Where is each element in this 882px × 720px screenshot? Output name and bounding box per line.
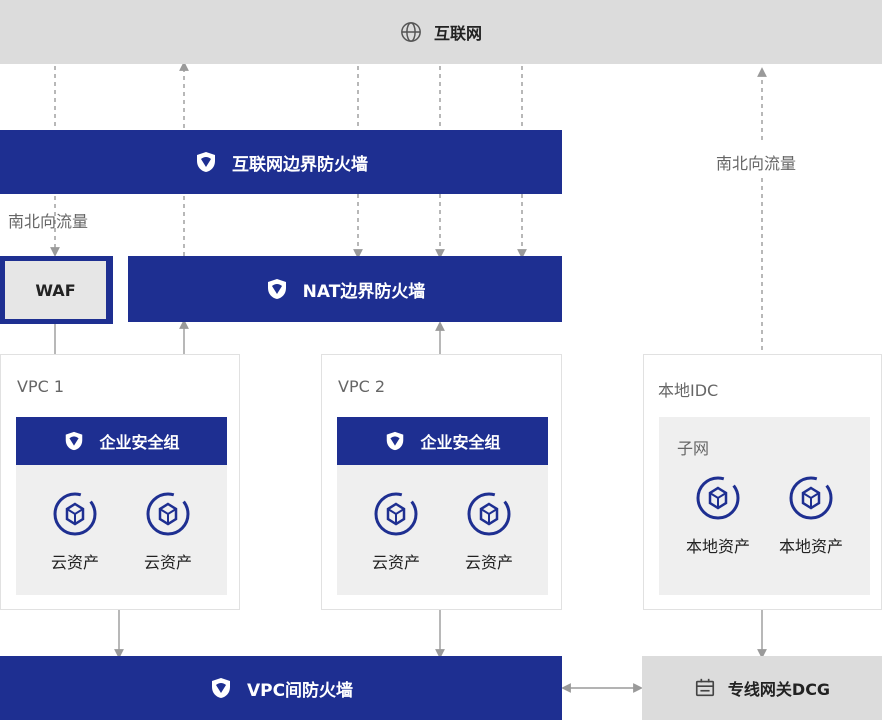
cloud-asset-label: 云资产	[464, 553, 513, 572]
vpc2-box: VPC 2 企业安全组 云资产 云资产	[321, 354, 562, 610]
shield-icon	[209, 676, 233, 700]
vpc-firewall-label: VPC间防火墙	[246, 680, 354, 701]
waf-label: WAF	[35, 280, 76, 300]
waf-frame: WAF	[0, 256, 113, 324]
vpc1-group: 企业安全组 云资产 云资产	[16, 417, 227, 595]
vpc-firewall-band: VPC间防火墙	[0, 656, 562, 720]
dcg-label: 专线网关DCG	[727, 680, 831, 699]
cloud-asset-label: 云资产	[50, 553, 99, 572]
gateway-icon	[694, 677, 716, 699]
vpc2-security-group-label: 企业安全组	[420, 433, 501, 452]
internet-firewall-band: 互联网边界防火墙	[0, 130, 562, 194]
shield-icon	[384, 430, 406, 452]
internet-firewall-label: 互联网边界防火墙	[232, 154, 368, 175]
vpc2-security-group-header: 企业安全组	[337, 417, 548, 465]
shield-icon	[265, 277, 289, 301]
cloud-asset-icon	[373, 491, 419, 541]
cloud-asset-icon	[145, 491, 191, 541]
globe-icon	[400, 21, 422, 43]
subnet-label: 子网	[677, 439, 710, 458]
vpc2-group: 企业安全组 云资产 云资产	[337, 417, 548, 595]
local-asset-label: 本地资产	[778, 537, 843, 556]
shield-icon	[63, 430, 85, 452]
north-south-label-right: 南北向流量	[716, 154, 797, 173]
idc-box: 本地IDC 子网 本地资产 本地资产	[643, 354, 882, 610]
idc-label: 本地IDC	[658, 381, 719, 400]
cloud-asset-label: 云资产	[143, 553, 192, 572]
vpc1-label: VPC 1	[17, 377, 65, 396]
local-asset-label: 本地资产	[685, 537, 750, 556]
cloud-asset-label: 云资产	[371, 553, 420, 572]
cloud-asset-icon	[52, 491, 98, 541]
north-south-label-left: 南北向流量	[8, 212, 89, 231]
nat-firewall-label: NAT边界防火墙	[302, 281, 426, 302]
idc-subnet: 子网 本地资产 本地资产	[659, 417, 870, 595]
shield-icon	[194, 150, 218, 174]
vpc1-security-group-header: 企业安全组	[16, 417, 227, 465]
nat-firewall-band: NAT边界防火墙	[128, 256, 562, 322]
internet-band: 互联网	[0, 0, 882, 64]
vpc1-security-group-label: 企业安全组	[99, 433, 180, 452]
vpc2-label: VPC 2	[338, 377, 386, 396]
internet-label: 互联网	[433, 24, 482, 43]
local-asset-icon	[788, 475, 834, 525]
dcg-box: 专线网关DCG	[642, 656, 882, 720]
local-asset-icon	[695, 475, 741, 525]
cloud-asset-icon	[466, 491, 512, 541]
vpc1-box: VPC 1 企业安全组 云资产 云资产	[0, 354, 240, 610]
waf-box: WAF	[5, 261, 106, 319]
